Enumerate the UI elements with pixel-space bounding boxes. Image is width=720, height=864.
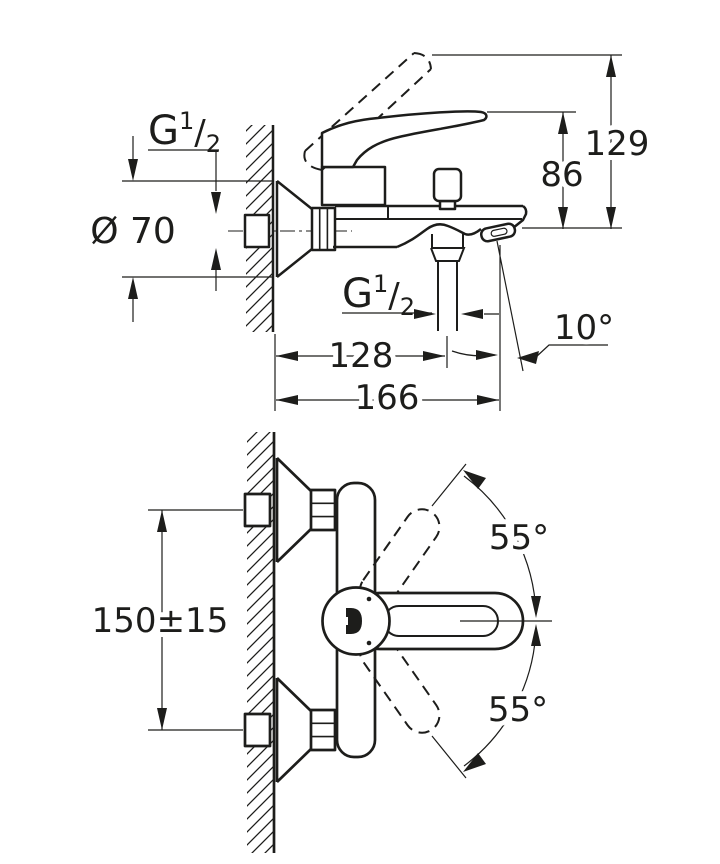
arrow-gshower-right [461, 309, 483, 319]
arrow-129-bottom [606, 207, 616, 229]
arrow-gshower-left [414, 309, 436, 319]
arrow-86-bottom [558, 207, 568, 229]
arrow-128-left [276, 351, 298, 361]
front-view: 150±15 55° 55° [87, 432, 554, 853]
arrow-150-bottom [157, 708, 167, 730]
union-nut-facets [311, 502, 335, 518]
arrow-150-top [157, 510, 167, 532]
wall-union-square [243, 492, 272, 528]
label-swing-upper-55: 55° [489, 518, 549, 558]
arrow-gwall-top [211, 192, 221, 214]
arrow-arc-lower-end [463, 753, 486, 772]
swing-extension-lines [431, 463, 467, 779]
shower-outlet-hex [430, 234, 466, 262]
label-depth-166: 166 [355, 378, 420, 418]
label-inlet-spacing: 150±15 [92, 601, 229, 641]
arrow-dia-bottom [128, 277, 138, 299]
arrow-86-top [558, 112, 568, 134]
pivot-dot-lower [366, 640, 372, 646]
inlet-spacing-lines [148, 509, 243, 731]
spout-underside [396, 223, 482, 249]
union-nut-facets [318, 208, 329, 250]
arrow-gwall-bottom [211, 248, 221, 270]
arrow-166-left [276, 395, 298, 405]
arrow-128-right [423, 351, 445, 361]
escutcheon-cone [275, 457, 312, 563]
dimension-lines [122, 54, 622, 411]
pivot-dot-upper [366, 596, 372, 602]
arrow-dia-top [128, 159, 138, 181]
label-escutcheon-diameter: Ø 70 [90, 211, 176, 252]
label-height-129: 129 [585, 124, 650, 164]
arrow-10-arc [476, 350, 498, 360]
side-view-dimensions: G1/2 Ø 70 86 129 G1/2 128 166 10° [90, 54, 654, 423]
union-nut [310, 206, 337, 252]
front-view-dimensions: 150±15 55° 55° [87, 463, 554, 779]
arrow-10-leader [517, 351, 539, 364]
label-spout-angle-10: 10° [554, 308, 614, 348]
arrow-166-right [477, 395, 499, 405]
label-wall-thread: G1/2 [148, 107, 221, 158]
swing-arcs [463, 475, 537, 767]
arrow-arc-upper-end [463, 470, 486, 489]
wall-union-square [243, 213, 271, 249]
label-depth-128: 128 [329, 336, 394, 376]
arrow-arc-upper-center [531, 596, 541, 618]
arrow-arc-lower-center [531, 624, 541, 646]
mixer-body-side [320, 165, 528, 331]
diverter-cap [432, 167, 463, 203]
wall-union-square [243, 712, 272, 748]
union-nut-facets [311, 722, 335, 738]
upper-inlet-fitting [243, 457, 337, 563]
brand-mark-notch [342, 617, 348, 625]
spout-tip-edge [512, 205, 528, 229]
spout-seam [335, 206, 522, 220]
side-view: G1/2 Ø 70 86 129 G1/2 128 166 10° [90, 52, 654, 423]
inlet-fitting-side [243, 180, 337, 278]
diverter-knob [432, 167, 463, 211]
aerator-outlet [479, 222, 517, 243]
union-nut [309, 488, 337, 532]
label-height-86: 86 [540, 155, 583, 195]
union-nut [309, 708, 337, 752]
label-shower-thread: G1/2 [342, 270, 415, 321]
escutcheon-cone [275, 180, 313, 278]
lever-handle-side [320, 110, 488, 169]
escutcheon-cone [275, 677, 312, 783]
aerator-face [490, 227, 508, 237]
label-swing-lower-55: 55° [488, 690, 548, 730]
arrow-129-top [606, 55, 616, 77]
shower-outlet-pipe [437, 261, 458, 331]
brand-mark [346, 608, 362, 634]
lower-inlet-fitting [243, 677, 337, 783]
cartridge-housing [320, 165, 387, 207]
